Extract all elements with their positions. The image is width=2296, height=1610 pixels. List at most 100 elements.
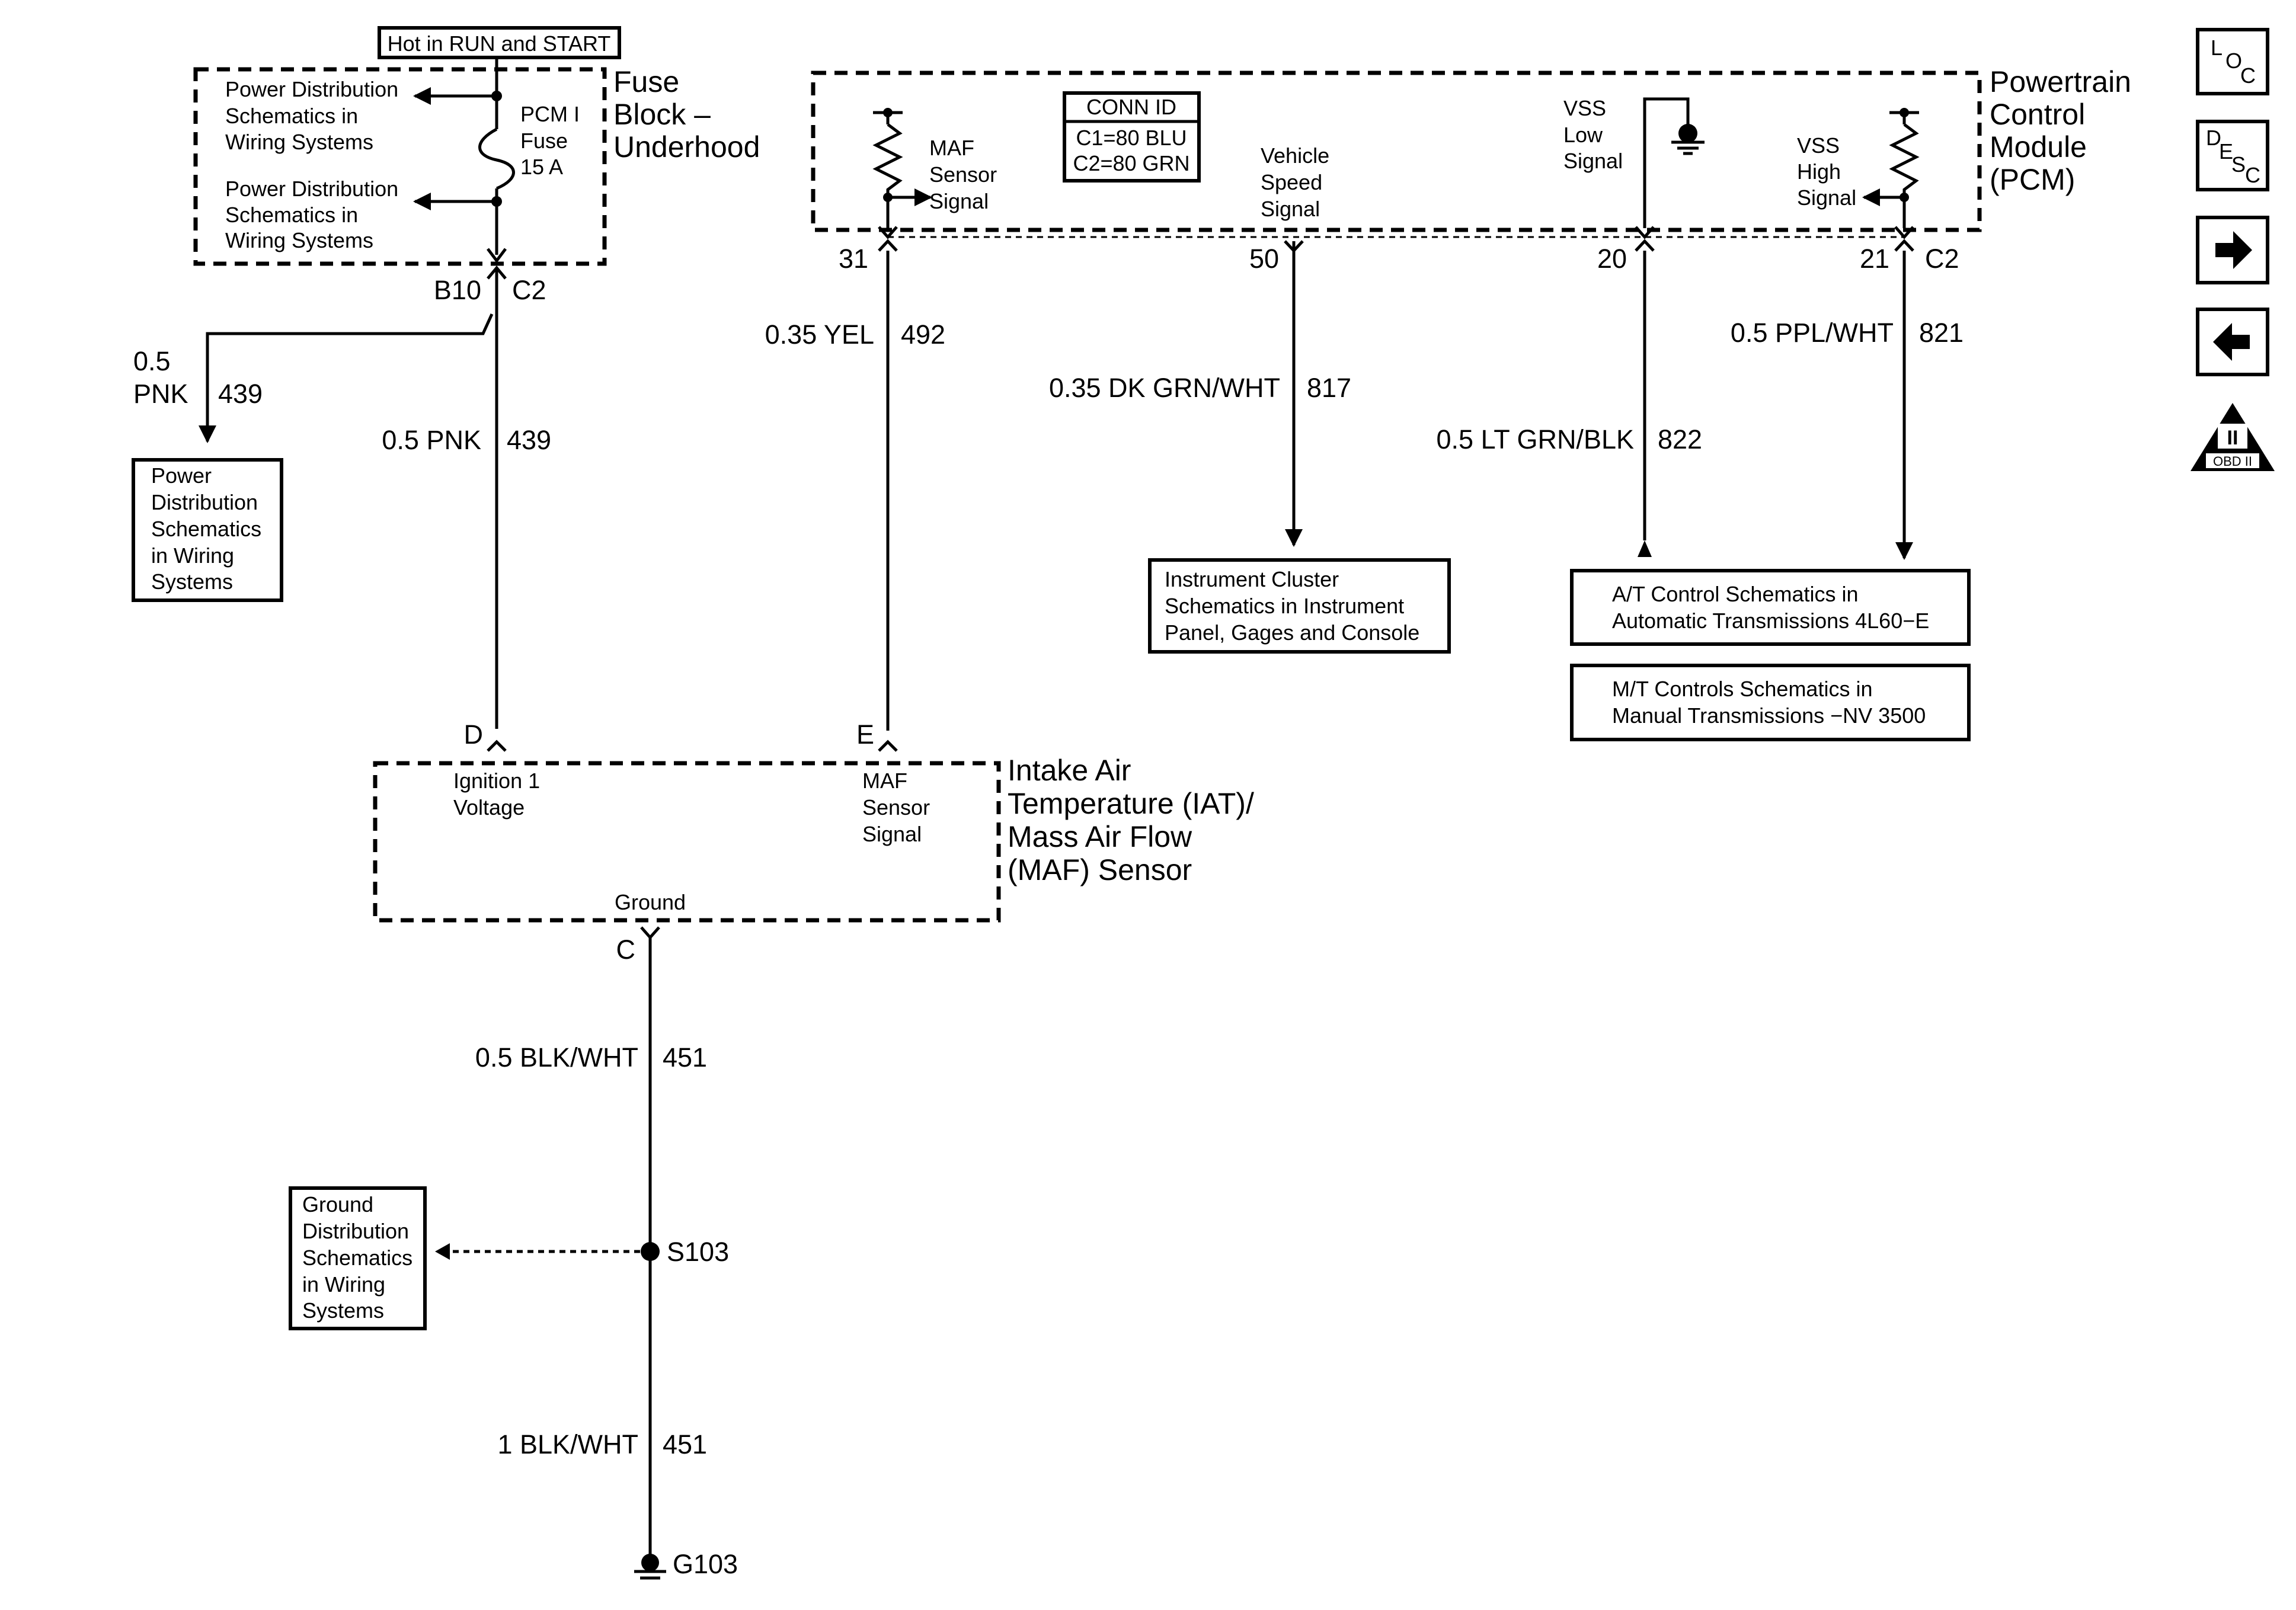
- pd-upper-label: Power Distribution Schematics in Wiring …: [225, 77, 398, 154]
- maf-ground-label: Ground: [615, 890, 686, 914]
- dk-grn-wire: 0.35 DK GRN/WHT 817: [1049, 241, 1351, 547]
- hot-in-run-start-label-box: [378, 26, 621, 59]
- loc-button[interactable]: L O C: [2196, 28, 2269, 95]
- splice-s103-label: S103: [667, 1237, 729, 1267]
- left-arrow-icon: [2213, 323, 2250, 361]
- ref-ground-distribution[interactable]: Ground Distribution Schematics in Wiring…: [289, 1186, 427, 1330]
- pin-terminal: [1635, 226, 1655, 239]
- ref-instrument-cluster[interactable]: Instrument Cluster Schematics in Instrum…: [1148, 558, 1451, 654]
- pin-e-label: E: [856, 719, 874, 750]
- pcm-vehicle-speed: Vehicle Speed Signal: [1261, 143, 1329, 221]
- pcm-maf-signal: MAF Sensor Signal: [872, 108, 997, 228]
- pcm-title: Powertrain Control Module (PCM): [1990, 65, 2131, 196]
- pin-21-label: 21: [1860, 244, 1889, 274]
- pin-50-label: 50: [1249, 244, 1279, 274]
- ref-instrument-box[interactable]: [1148, 558, 1451, 654]
- vss-low-label-line: Signal: [1563, 149, 1623, 173]
- conn-id-box: CONN ID C1=80 BLU C2=80 GRN: [1063, 91, 1201, 183]
- ref-at-box[interactable]: [1570, 569, 1971, 646]
- maf-title-line: Mass Air Flow: [1008, 820, 1192, 853]
- ref-power-distribution[interactable]: Power Distribution Schematics in Wiring …: [132, 458, 283, 602]
- fuse-node-lower: [491, 196, 502, 207]
- fuse-block-title-line: Underhood: [613, 130, 760, 164]
- pin-e-terminal: [878, 740, 898, 752]
- pcm-pin-terminals: [878, 226, 1914, 253]
- pd-lower-line: Schematics in: [225, 203, 358, 227]
- ref-pd-line: in Wiring: [151, 543, 234, 568]
- ignition-label-line: Voltage: [453, 795, 525, 820]
- maf-title-line: (MAF) Sensor: [1008, 853, 1192, 886]
- yel-wire-circuit: 492: [901, 319, 945, 350]
- desc-letter: C: [2245, 163, 2260, 187]
- conn-id-line: C2=80 GRN: [1073, 151, 1189, 175]
- desc-button-frame[interactable]: [2196, 120, 2269, 191]
- ref-at-line: A/T Control Schematics in: [1612, 582, 1859, 606]
- maf-sensor-title: Intake Air Temperature (IAT)/ Mass Air F…: [1008, 754, 1254, 886]
- pcm-title-line: Powertrain: [1990, 65, 2131, 98]
- resistor-icon: [872, 123, 903, 228]
- ref-ground-line: in Wiring: [302, 1272, 385, 1297]
- ref-at-control[interactable]: A/T Control Schematics in Automatic Tran…: [1570, 569, 1971, 646]
- ground-g103-label: G103: [673, 1549, 738, 1579]
- ppl-wire: 0.5 PPL/WHT 821: [1731, 251, 1964, 560]
- pnk-branch-wire: [199, 313, 494, 443]
- conn-id-title: CONN ID: [1086, 95, 1176, 119]
- fuse-block-title-line: Block –: [613, 98, 711, 131]
- desc-button[interactable]: D E S C: [2196, 120, 2269, 191]
- pcm-maf-label-line: Sensor: [929, 162, 997, 187]
- prev-arrow-button[interactable]: [2196, 308, 2269, 376]
- ref-ground-line: Distribution: [302, 1219, 409, 1243]
- ref-power-distribution-box[interactable]: [132, 458, 283, 602]
- obd-label: OBD II: [2213, 454, 2252, 469]
- blk-upper-circuit: 451: [663, 1042, 707, 1073]
- pin-20-label: 20: [1597, 244, 1627, 274]
- maf-title-line: Intake Air: [1008, 754, 1131, 787]
- next-arrow-button[interactable]: [2196, 216, 2269, 284]
- pcm-title-line: Module: [1990, 130, 2087, 164]
- blk-upper-label: 0.5 BLK/WHT: [475, 1042, 638, 1073]
- splice-s103-node: [641, 1242, 660, 1261]
- pd-upper-line: Schematics in: [225, 104, 358, 128]
- pcm-title-line: (PCM): [1990, 163, 2075, 196]
- ground-path: 0.5 BLK/WHT 451 S103 1 BLK/WHT 451 G103: [435, 937, 738, 1580]
- obd-ii-button[interactable]: II OBD II: [2191, 403, 2275, 471]
- conn-id-line: C1=80 BLU: [1076, 126, 1187, 150]
- lt-grn-arrow: [1638, 540, 1652, 557]
- fuse-connector-label: C2: [512, 275, 546, 305]
- fuse-node-upper: [491, 91, 502, 101]
- branch-wire-color: PNK: [133, 379, 188, 409]
- fuse-block: Hot in RUN and START Fuse Block – Underh…: [193, 26, 760, 305]
- pin-d-label: D: [464, 719, 484, 750]
- ground-symbol-icon: [1678, 124, 1697, 143]
- right-arrow-icon: [2215, 231, 2252, 269]
- splice-arrow: [435, 1243, 450, 1260]
- pin-31-label: 31: [839, 244, 868, 274]
- obd-label-bg: [2206, 453, 2259, 468]
- ref-mt-line: Manual Transmissions −NV 3500: [1612, 703, 1926, 728]
- pin-terminal: [1635, 239, 1655, 252]
- vss-high-label-line: Signal: [1797, 185, 1856, 210]
- loc-button-frame[interactable]: [2196, 28, 2269, 95]
- pd-lower-line: Power Distribution: [225, 177, 398, 201]
- fuse-block-outline: [193, 67, 607, 266]
- ref-ground-box[interactable]: [289, 1186, 427, 1330]
- ref-mt-box[interactable]: [1570, 664, 1971, 741]
- ref-mt-control[interactable]: M/T Controls Schematics in Manual Transm…: [1570, 664, 1971, 741]
- pullup-node: [1900, 108, 1909, 117]
- pin-terminal: [1894, 239, 1914, 252]
- pnk-wire-circuit: 439: [507, 425, 551, 455]
- ref-ground-line: Ground: [302, 1192, 373, 1217]
- pin-terminal: [878, 226, 898, 239]
- pcm-maf-label-line: Signal: [929, 189, 989, 213]
- fuse-symbol: [478, 127, 515, 190]
- obd-roman: II: [2227, 427, 2239, 449]
- pd-lower-label: Power Distribution Schematics in Wiring …: [225, 177, 398, 252]
- ref-pd-line: Systems: [151, 569, 233, 594]
- maf-title-line: Temperature (IAT)/: [1008, 787, 1254, 820]
- fuse-block-title: Fuse Block – Underhood: [613, 65, 760, 164]
- ref-at-line: Automatic Transmissions 4L60−E: [1612, 609, 1929, 633]
- pd-upper-line: Wiring Systems: [225, 130, 373, 154]
- vss-low-label-line: Low: [1563, 123, 1603, 147]
- pin-c-label: C: [616, 934, 636, 965]
